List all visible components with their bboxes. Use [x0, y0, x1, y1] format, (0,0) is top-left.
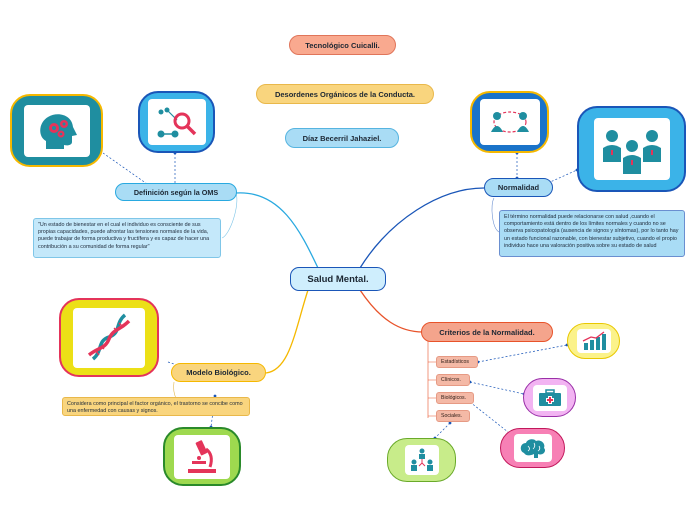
criterio-sociales[interactable]: Sociales.	[436, 410, 470, 422]
microscope-card	[163, 427, 241, 486]
head-gears-icon	[39, 113, 77, 149]
medical-kit-card	[523, 378, 576, 417]
group-card	[577, 106, 686, 192]
group-icon	[602, 130, 661, 174]
author-name: Díaz Becerril Jahaziel.	[285, 128, 399, 148]
central-topic[interactable]: Salud Mental.	[290, 267, 386, 291]
brain-card	[500, 428, 565, 468]
chart-icon	[582, 331, 606, 350]
microscope-icon	[188, 439, 216, 473]
criterio-estadisticos[interactable]: Estadísticos	[436, 356, 478, 368]
people-cycle-icon	[490, 111, 529, 133]
modelo-biologico-note: Considera como principal el factor orgán…	[62, 397, 250, 416]
oms-definition-node[interactable]: Definición según la OMS	[115, 183, 237, 201]
criterio-biologicos[interactable]: Biológicos.	[436, 392, 474, 404]
dna-icon	[87, 313, 131, 360]
institution-title: Tecnológico Cuicalli.	[289, 35, 396, 55]
head-gears-card	[10, 94, 103, 167]
oms-definition-note: "Un estado de bienestar en el cual el in…	[33, 218, 221, 258]
brain-icon	[520, 439, 545, 458]
medical-kit-icon	[538, 388, 561, 406]
criterio-clinicos[interactable]: Clínicos.	[436, 374, 470, 386]
topic-title: Desordenes Orgánicos de la Conducta.	[256, 84, 434, 104]
search-network-icon	[157, 107, 196, 138]
chart-card	[567, 323, 620, 359]
family-card	[387, 438, 456, 482]
criterios-normalidad-node[interactable]: Criterios de la Normalidad.	[421, 322, 553, 342]
modelo-biologico-node[interactable]: Modelo Biológico.	[171, 363, 266, 382]
people-cycle-card	[470, 91, 549, 153]
normalidad-note: El término normalidad puede relacionarse…	[499, 210, 685, 257]
family-icon	[410, 448, 433, 471]
search-network-card	[138, 91, 215, 153]
dna-card	[59, 298, 159, 377]
normalidad-node[interactable]: Normalidad	[484, 178, 553, 197]
